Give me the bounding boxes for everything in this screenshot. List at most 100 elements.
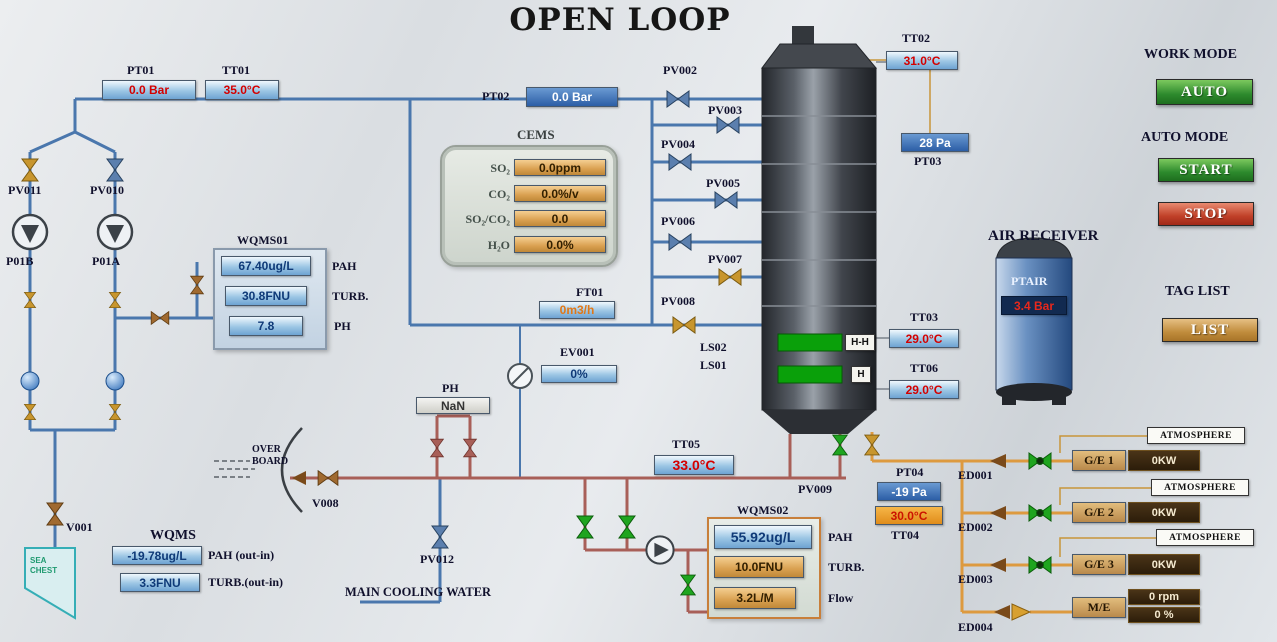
pump-washwater[interactable] xyxy=(645,535,675,565)
instrument-taps xyxy=(876,61,889,390)
wqms02-turb-label: TURB. xyxy=(828,560,865,574)
pt03-value: 28 Pa xyxy=(901,133,969,152)
v001-label: V001 xyxy=(66,520,93,534)
wqms01-turb-value: 30.8FNU xyxy=(225,286,307,306)
ge3-power-value: 0KW xyxy=(1128,554,1200,575)
p01a-label: P01A xyxy=(92,254,120,268)
sample-valve[interactable] xyxy=(190,275,204,295)
pump-p01b[interactable] xyxy=(11,213,49,251)
air-receiver-tank[interactable] xyxy=(995,237,1073,405)
pv011-label: PV011 xyxy=(8,183,42,197)
tt01-value: 35.0°C xyxy=(205,80,279,100)
check-valve[interactable] xyxy=(24,291,36,309)
cems-label: CEMS xyxy=(517,127,555,142)
me-rpm-value: 0 rpm xyxy=(1128,589,1200,605)
list-button[interactable]: LIST xyxy=(1162,318,1258,342)
scrubber-tower[interactable] xyxy=(761,26,878,434)
pv008-valve[interactable] xyxy=(672,316,696,334)
main-cooling-water-label: MAIN COOLING WATER xyxy=(345,585,492,599)
ed003-label: ED003 xyxy=(958,572,993,586)
tt01-label: TT01 xyxy=(222,63,251,77)
ed003-valve[interactable] xyxy=(1028,556,1052,574)
atmosphere-label-1: ATMOSPHERE xyxy=(1147,427,1245,444)
pv010-valve[interactable] xyxy=(106,158,124,182)
wqms-diff-turb-label: TURB.(out-in) xyxy=(208,575,284,589)
check-valve[interactable] xyxy=(109,291,121,309)
wqms01-ph-label: PH xyxy=(334,319,351,333)
check-valve[interactable] xyxy=(109,403,121,421)
pv012-valve[interactable] xyxy=(431,525,449,549)
ball-valve-right[interactable] xyxy=(105,371,125,391)
pv010-label: PV010 xyxy=(90,183,124,197)
stop-button[interactable]: STOP xyxy=(1158,202,1254,226)
cems-so2co2-label: SO₂/CO₂ xyxy=(465,212,510,226)
tt02-label: TT02 xyxy=(902,31,931,45)
ph-dosing-valve-2[interactable] xyxy=(463,438,477,458)
wqms01-ph-value: 7.8 xyxy=(229,316,303,336)
pv009-valve[interactable] xyxy=(864,434,880,456)
ge2-label: G/E 2 xyxy=(1072,502,1126,523)
wqms01-label: WQMS01 xyxy=(237,233,289,247)
tt06-label: TT06 xyxy=(910,361,939,375)
atmosphere-label-3: ATMOSPHERE xyxy=(1156,529,1254,546)
pv011-valve[interactable] xyxy=(21,158,39,182)
tt04-label: TT04 xyxy=(891,528,920,542)
air-receiver-label: AIR RECEIVER xyxy=(988,228,1099,244)
ge1-power-value: 0KW xyxy=(1128,450,1200,471)
pv004-valve[interactable] xyxy=(668,153,692,171)
ph-value: NaN xyxy=(416,397,490,414)
pt03-label: PT03 xyxy=(914,154,942,168)
me-exhaust-icon xyxy=(1011,603,1032,621)
v008-valve[interactable] xyxy=(317,470,339,486)
pt02-label: PT02 xyxy=(482,89,510,103)
ev001-label: EV001 xyxy=(560,345,595,359)
tower-drain-valve[interactable] xyxy=(832,434,848,456)
sea-chest-label: SEA CHEST xyxy=(30,556,58,575)
ev001-valve[interactable] xyxy=(507,363,533,389)
pv004-label: PV004 xyxy=(661,137,695,151)
ge1-label: G/E 1 xyxy=(1072,450,1126,471)
tt05-value: 33.0°C xyxy=(654,455,734,475)
seawater-pipes xyxy=(28,97,762,604)
pv007-valve[interactable] xyxy=(718,268,742,286)
cems-so2co2-value: 0.0 xyxy=(514,210,606,227)
check-valve[interactable] xyxy=(24,403,36,421)
ls01-label: LS01 xyxy=(700,358,727,372)
drain-valve-1[interactable] xyxy=(576,515,594,539)
drain-valve-3[interactable] xyxy=(680,574,696,596)
wqms-diff-pah-label: PAH (out-in) xyxy=(208,548,275,562)
p01b-label: P01B xyxy=(6,254,34,268)
pump-p01a[interactable] xyxy=(96,213,134,251)
pv005-valve[interactable] xyxy=(714,191,738,209)
pt02-value: 0.0 Bar xyxy=(526,87,618,107)
ball-valve-left[interactable] xyxy=(20,371,40,391)
tt06-value: 29.0°C xyxy=(889,380,959,399)
ev001-value: 0% xyxy=(541,365,617,383)
pt04-value: -19 Pa xyxy=(877,482,941,501)
pt04-label: PT04 xyxy=(896,465,924,479)
ge3-label: G/E 3 xyxy=(1072,554,1126,575)
ed002-valve[interactable] xyxy=(1028,504,1052,522)
ft01-label: FT01 xyxy=(576,285,604,299)
pv006-valve[interactable] xyxy=(668,233,692,251)
v001-valve[interactable] xyxy=(46,502,64,526)
pv002-valve[interactable] xyxy=(666,90,690,108)
flow-arrows xyxy=(292,454,1010,619)
ed001-valve[interactable] xyxy=(1028,452,1052,470)
start-button[interactable]: START xyxy=(1158,158,1254,182)
level-h-indicator xyxy=(777,365,843,384)
page-title: OPEN LOOP xyxy=(509,2,731,38)
cems-h2o-label: H₂O xyxy=(487,238,510,252)
sea-waves xyxy=(214,460,255,478)
wqms02-pah-value: 55.92ug/L xyxy=(714,525,812,549)
pv003-valve[interactable] xyxy=(716,116,740,134)
wqms-diff-pah-value: -19.78ug/L xyxy=(112,546,202,565)
cems-co2-label: CO₂ xyxy=(488,187,510,201)
wqms01-inlet-valve[interactable] xyxy=(150,311,170,325)
auto-button[interactable]: AUTO xyxy=(1156,79,1253,105)
pt01-label: PT01 xyxy=(127,63,155,77)
drain-valve-2[interactable] xyxy=(618,515,636,539)
ph-dosing-valve-1[interactable] xyxy=(430,438,444,458)
